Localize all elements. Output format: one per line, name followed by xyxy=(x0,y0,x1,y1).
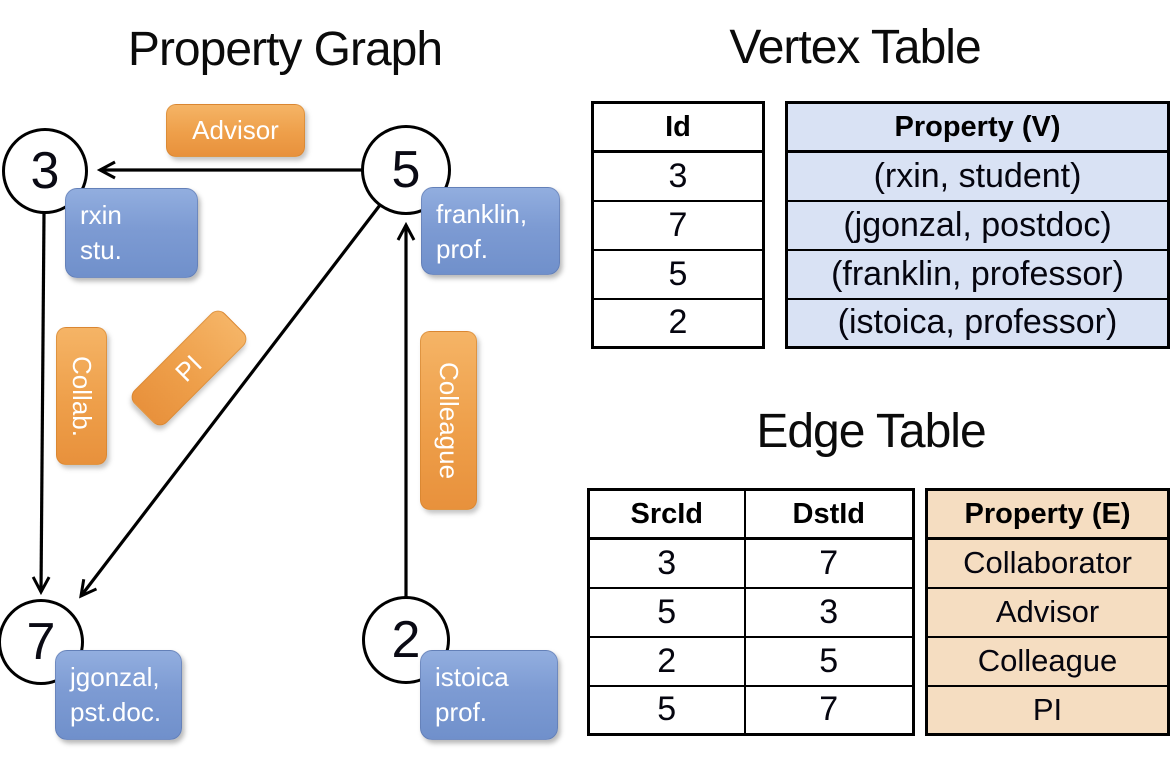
vertex-table-cell-property-1: (jgonzal, postdoc) xyxy=(785,199,1170,251)
edge-table-cell-src-2: 2 xyxy=(587,635,746,687)
graph-edges-layer xyxy=(31,160,416,599)
edge-table-header-dstid: DstId xyxy=(743,488,915,540)
edge-label-colleague: Colleague xyxy=(420,331,477,510)
property-graph-title: Property Graph xyxy=(127,23,443,76)
vertex-prop-istoica-line1: istoica xyxy=(435,662,509,692)
edge-table-cell-property-1: Advisor xyxy=(925,586,1170,638)
vertex-node-2: 2 xyxy=(362,596,450,684)
vertex-table-header-property: Property (V) xyxy=(785,101,1170,153)
vertex-node-5: 5 xyxy=(361,125,451,215)
vertex-table-cell-id-2: 5 xyxy=(591,248,765,300)
vertex-table-cell-property-0: (rxin, student) xyxy=(785,150,1170,202)
edge-table-cell-dst-3: 7 xyxy=(743,684,915,736)
vertex-prop-rxin-line1: rxin xyxy=(80,200,122,230)
edge-table-cell-property-2: Colleague xyxy=(925,635,1170,687)
vertex-table-id-block: Id 3 7 5 2 xyxy=(591,101,765,349)
edge-table-cell-dst-2: 5 xyxy=(743,635,915,687)
vertex-node-7-id: 7 xyxy=(26,613,56,671)
vertex-table: Id 3 7 5 2 Property (V) (rxin, student) … xyxy=(591,101,1170,349)
vertex-prop-jgonzal: jgonzal, pst.doc. xyxy=(55,650,182,740)
vertex-prop-franklin: franklin, prof. xyxy=(421,187,560,275)
edge-label-pi-text: PI xyxy=(169,348,208,387)
edge-label-advisor-text: Advisor xyxy=(192,115,279,145)
vertex-table-header-id: Id xyxy=(591,101,765,153)
vertex-node-3-id: 3 xyxy=(30,142,60,200)
vertex-prop-istoica: istoica prof. xyxy=(420,650,558,740)
edge-table-title: Edge Table xyxy=(756,405,986,458)
edge-table-property-block: Property (E) Collaborator Advisor Collea… xyxy=(925,488,1170,736)
vertex-prop-rxin: rxin stu. xyxy=(65,188,198,278)
edge-table-cell-dst-0: 7 xyxy=(743,537,915,589)
vertex-prop-jgonzal-line2: pst.doc. xyxy=(70,697,162,727)
edge-table-cell-property-0: Collaborator xyxy=(925,537,1170,589)
vertex-table-cell-id-0: 3 xyxy=(591,150,765,202)
edge-table-header-property: Property (E) xyxy=(925,488,1170,540)
edge-label-collab-text: Collab. xyxy=(67,355,97,437)
edge-label-colleague-text: Colleague xyxy=(434,361,464,480)
edge-table-cell-src-0: 3 xyxy=(587,537,746,589)
vertex-table-property-block: Property (V) (rxin, student) (jgonzal, p… xyxy=(785,101,1170,349)
edge-table: SrcId DstId 3 7 5 3 2 5 5 7 Property (E)… xyxy=(587,488,1170,736)
vertex-table-cell-id-3: 2 xyxy=(591,297,765,349)
vertex-table-cell-property-3: (istoica, professor) xyxy=(785,297,1170,349)
vertex-node-2-id: 2 xyxy=(391,611,421,669)
vertex-table-cell-property-2: (franklin, professor) xyxy=(785,248,1170,300)
vertex-table-cell-id-1: 7 xyxy=(591,199,765,251)
vertex-prop-jgonzal-line1: jgonzal, xyxy=(70,662,160,692)
vertex-prop-franklin-line2: prof. xyxy=(436,234,489,264)
vertex-prop-franklin-line1: franklin, xyxy=(436,199,528,229)
edge-table-ids-block: SrcId DstId 3 7 5 3 2 5 5 7 xyxy=(587,488,915,736)
vertex-prop-rxin-line2: stu. xyxy=(80,235,122,265)
edge-collab-3-to-7 xyxy=(31,212,51,596)
edge-label-collab: Collab. xyxy=(56,327,107,465)
edge-table-cell-dst-1: 3 xyxy=(743,586,915,638)
vertex-node-5-id: 5 xyxy=(391,141,421,199)
edge-label-advisor: Advisor xyxy=(166,104,305,157)
edge-pi-5-to-7 xyxy=(79,204,382,599)
edge-table-cell-property-3: PI xyxy=(925,684,1170,736)
vertex-prop-istoica-line2: prof. xyxy=(435,697,488,727)
edge-table-cell-src-3: 5 xyxy=(587,684,746,736)
edge-table-cell-src-1: 5 xyxy=(587,586,746,638)
vertex-table-title: Vertex Table xyxy=(729,21,981,74)
edge-table-header-srcid: SrcId xyxy=(587,488,746,540)
